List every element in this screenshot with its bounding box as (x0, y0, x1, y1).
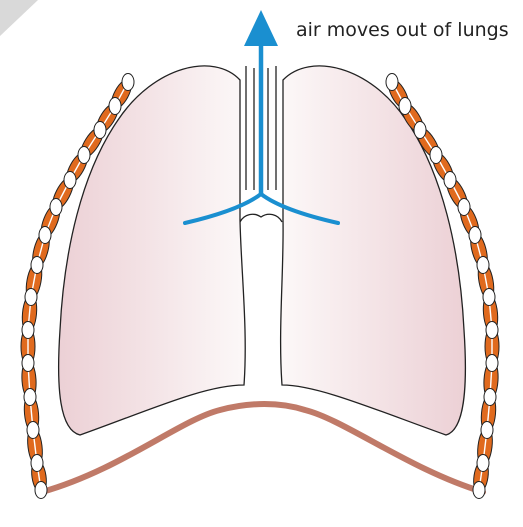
left-rib-bone (25, 289, 37, 306)
left-rib-bone (50, 199, 62, 216)
left-rib-bone (94, 122, 106, 139)
right-rib-bone (477, 257, 489, 274)
right-rib-bone (458, 199, 470, 216)
left-rib-bone (31, 257, 43, 274)
right-rib-bone (386, 74, 398, 91)
left-rib-bone (109, 98, 121, 115)
right-lung (281, 66, 466, 435)
right-rib-bone (484, 389, 496, 406)
left-rib-bone (24, 389, 36, 406)
left-lung (59, 66, 246, 435)
left-rib-bone (35, 482, 47, 499)
right-rib-bone (477, 455, 489, 472)
left-rib-bone (39, 227, 51, 244)
corner-tab (0, 0, 38, 36)
right-rib-bone (399, 98, 411, 115)
left-rib-bone (31, 455, 43, 472)
left-rib-bone (64, 172, 76, 189)
left-rib-bone (78, 147, 90, 164)
right-rib-bone (486, 322, 498, 339)
right-rib-bone (430, 147, 442, 164)
left-rib-bone (22, 322, 34, 339)
right-rib-bone (486, 355, 498, 372)
left-rib-bone (27, 422, 39, 439)
right-rib-bone (481, 422, 493, 439)
left-rib-bone (122, 74, 134, 91)
left-rib-bone (22, 355, 34, 372)
right-rib-bone (444, 172, 456, 189)
caption-text: air moves out of lungs (296, 19, 509, 41)
right-rib-bone (473, 482, 485, 499)
right-rib-bone (483, 289, 495, 306)
right-rib-bone (469, 227, 481, 244)
right-rib-bone (414, 122, 426, 139)
